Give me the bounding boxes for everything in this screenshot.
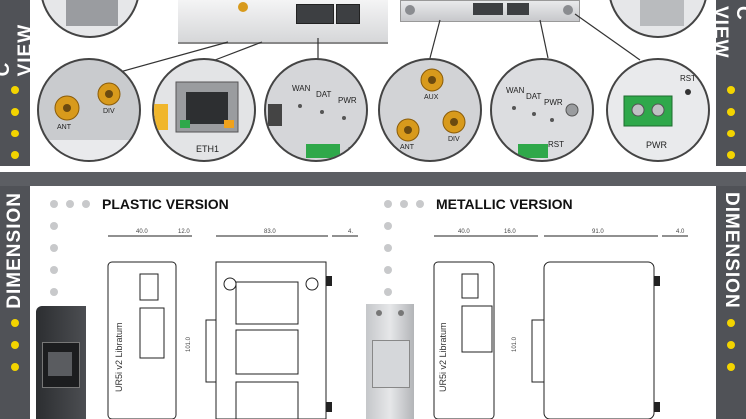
yellow-dot [11,318,19,327]
plastic-router-photo [178,0,388,44]
front-label: UR5i v2 Libratum [114,322,124,392]
metallic-side-photo [366,304,414,419]
metallic-technical-drawing: 40.0 16.0 91.0 4.0 101.0 UR5i v2 Libratu… [433,229,688,419]
status-leds-circle: WAN DAT PWR RS [264,58,368,162]
power-terminal-circle: PWR RST [606,58,710,162]
bullet-dot [384,244,392,252]
bullet-dot [416,200,424,208]
left-dimension-tab: DIMENSION [0,186,30,419]
plastic-version-title: PLASTIC VERSION [102,196,229,212]
dim-width-metal: 40.0 [458,229,470,235]
yellow-dot [727,340,735,349]
bullet-dot [50,244,58,252]
div-label-metal: DIV [448,136,460,143]
plastic-side-photo [36,306,86,419]
dim-length-metal: 91.0 [592,229,604,235]
metal-leds-circle: WAN DAT PWR RST [490,58,594,162]
right-view-tab: C VIEW [710,0,746,166]
antenna-connectors-circle: ANT DIV [37,58,141,162]
metallic-version-title: METALLIC VERSION [436,196,573,212]
bullet-dot [400,200,408,208]
div-label: DIV [103,108,115,115]
yellow-dot [727,108,735,116]
rst-label-metal: RST [548,140,564,149]
yellow-dot [727,151,735,160]
bullet-dot [50,200,58,208]
section-divider [0,172,746,186]
yellow-dot [727,362,735,371]
rst-power-label: RST [680,74,696,83]
led-label-wan-metal: WAN [506,86,525,95]
led-label-pwr: PWR [338,96,357,105]
metallic-router-photo [400,0,580,22]
dim-flange: 4. [348,229,353,235]
yellow-dot [11,362,19,371]
yellow-dot [11,129,19,138]
yellow-dot [727,129,735,138]
yellow-dot [727,86,735,95]
bullet-dot [50,222,58,230]
yellow-dot [11,151,19,160]
led-label-pwr-metal: PWR [544,98,563,107]
dim-height-metal: 101.0 [512,336,518,352]
callout-lines [119,13,641,73]
right-view-tab-label: C VIEW [710,6,746,59]
rst-label: RS [348,146,360,155]
eth1-port-circle: ETH1 [152,58,256,162]
pwr-label: PWR [646,140,667,150]
dim-width: 40.0 [136,229,148,235]
right-dimension-tab: DIMENSION [716,186,746,419]
dim-depth-metal: 16.0 [504,229,516,235]
dim-depth: 12.0 [178,229,190,235]
bullet-dot [384,200,392,208]
metal-antenna-circle: AUX ANT DIV [378,58,482,162]
yellow-dot [11,340,19,349]
plastic-technical-drawing: 40.0 12.0 83.0 4. 101.0 UR5i v2 Libratum [107,229,358,419]
dim-flange-metal: 4.0 [676,229,685,235]
left-dimension-tab-label: DIMENSION [4,192,25,309]
dim-height: 101.0 [186,336,192,352]
bullet-dot [384,266,392,274]
bullet-dot [384,222,392,230]
bullet-dot [66,200,74,208]
led-label-dat-metal: DAT [526,92,542,101]
dim-length: 83.0 [264,229,276,235]
led-label-dat: DAT [316,90,332,99]
ant-label-metal: ANT [400,144,414,151]
bullet-dot [50,288,58,296]
ant-label: ANT [57,124,71,131]
yellow-dot [11,108,19,116]
bullet-dot [82,200,90,208]
yellow-dot [727,318,735,327]
front-label-metal: UR5i v2 Libratum [438,322,448,392]
left-view-tab: C VIEW [0,0,36,166]
right-dimension-tab-label: DIMENSION [721,192,742,309]
eth1-label: ETH1 [196,144,220,154]
bullet-dot [50,266,58,274]
led-label-wan: WAN [292,84,311,93]
yellow-dot [11,86,19,95]
bullet-dot [384,288,392,296]
aux-label: AUX [424,94,439,101]
